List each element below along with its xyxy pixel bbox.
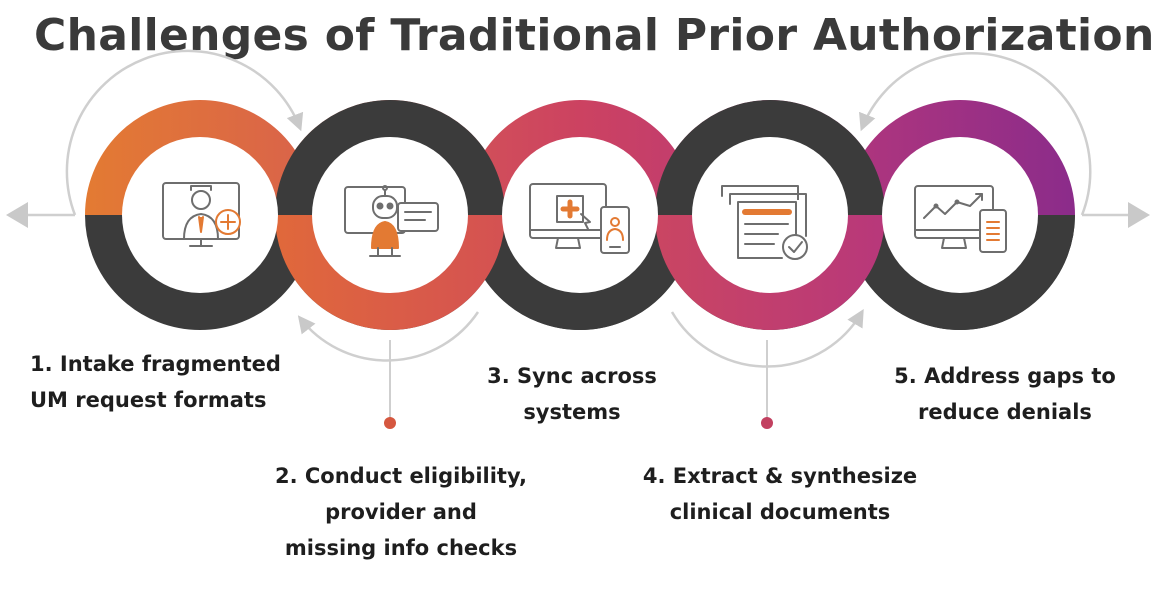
ring-chain [85,100,1075,330]
step-4-label: 4. Extract & synthesize clinical documen… [642,464,918,524]
connector-stems [384,340,773,429]
step-2-label: 2. Conduct eligibility, provider and mis… [274,464,528,560]
right-arrow-head-icon [1128,202,1150,228]
step-3-label: 3. Sync across systems [487,364,657,424]
color-band-bottom [275,214,885,330]
step-5-label: 5. Address gaps to reduce denials [894,364,1116,424]
connector-dot-4 [761,417,773,429]
chatbot-icon [344,185,439,257]
arc-arrow-5-4 [859,51,1092,216]
ring-disc-5 [882,137,1038,293]
ring-discs [122,137,1038,293]
desktop-mobile-sync-icon [529,183,630,254]
document-check-icon [721,185,808,260]
connector-dot-2 [384,417,396,429]
doctor-monitor-icon [162,182,241,247]
arc-arrow-1-2 [65,49,304,216]
analytics-devices-icon [914,185,1007,253]
left-arrow-head-icon [6,202,28,228]
step-1-label: 1. Intake fragmented UM request formats [30,352,281,412]
